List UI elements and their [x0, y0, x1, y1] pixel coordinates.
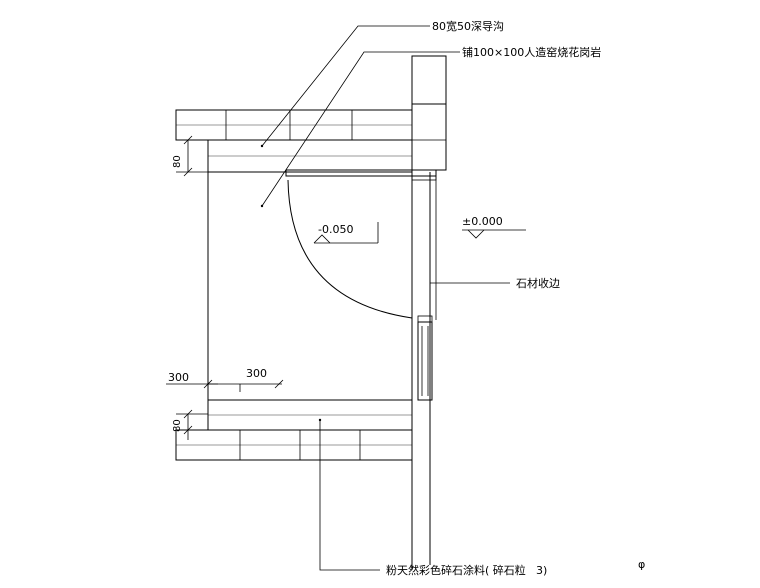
paving-leader [260, 51, 460, 208]
tile-grid-face [207, 171, 413, 401]
elevation-neg-label: -0.050 [318, 223, 353, 236]
drain-leader [260, 25, 430, 148]
dim-300-mid [208, 379, 284, 392]
dim-80-bottom [176, 409, 208, 440]
dim-80-top [176, 135, 208, 177]
elevation-marker-zero [462, 229, 526, 239]
dim-80-top-label: 80 [172, 155, 183, 168]
top-underlay-band [207, 139, 413, 173]
bottom-underlay-band [207, 399, 413, 431]
right-structure [285, 55, 447, 570]
dim-300-left-label: 300 [168, 371, 189, 384]
coating-leader [318, 418, 380, 571]
drain-label: 80宽50深导沟 [432, 19, 504, 33]
elevation-marker-neg [313, 222, 379, 244]
door-swing-arc [287, 179, 413, 319]
coating-label: 粉天然彩色碎石涂料( 碎石粒 [386, 563, 526, 577]
paving-label: 铺100×100人造窑烧花岗岩 [462, 45, 601, 59]
dim-80-bottom-label: 80 [172, 419, 183, 432]
dim-300-mid-label: 300 [246, 367, 267, 380]
coating-label-tail: 3) [536, 564, 547, 577]
bottom-base-slab [175, 429, 413, 461]
corner-mark: φ [638, 558, 645, 571]
edge-label: 石材收边 [516, 276, 560, 290]
top-coping-slab [175, 109, 413, 141]
elevation-zero-label: ±0.000 [462, 215, 503, 228]
